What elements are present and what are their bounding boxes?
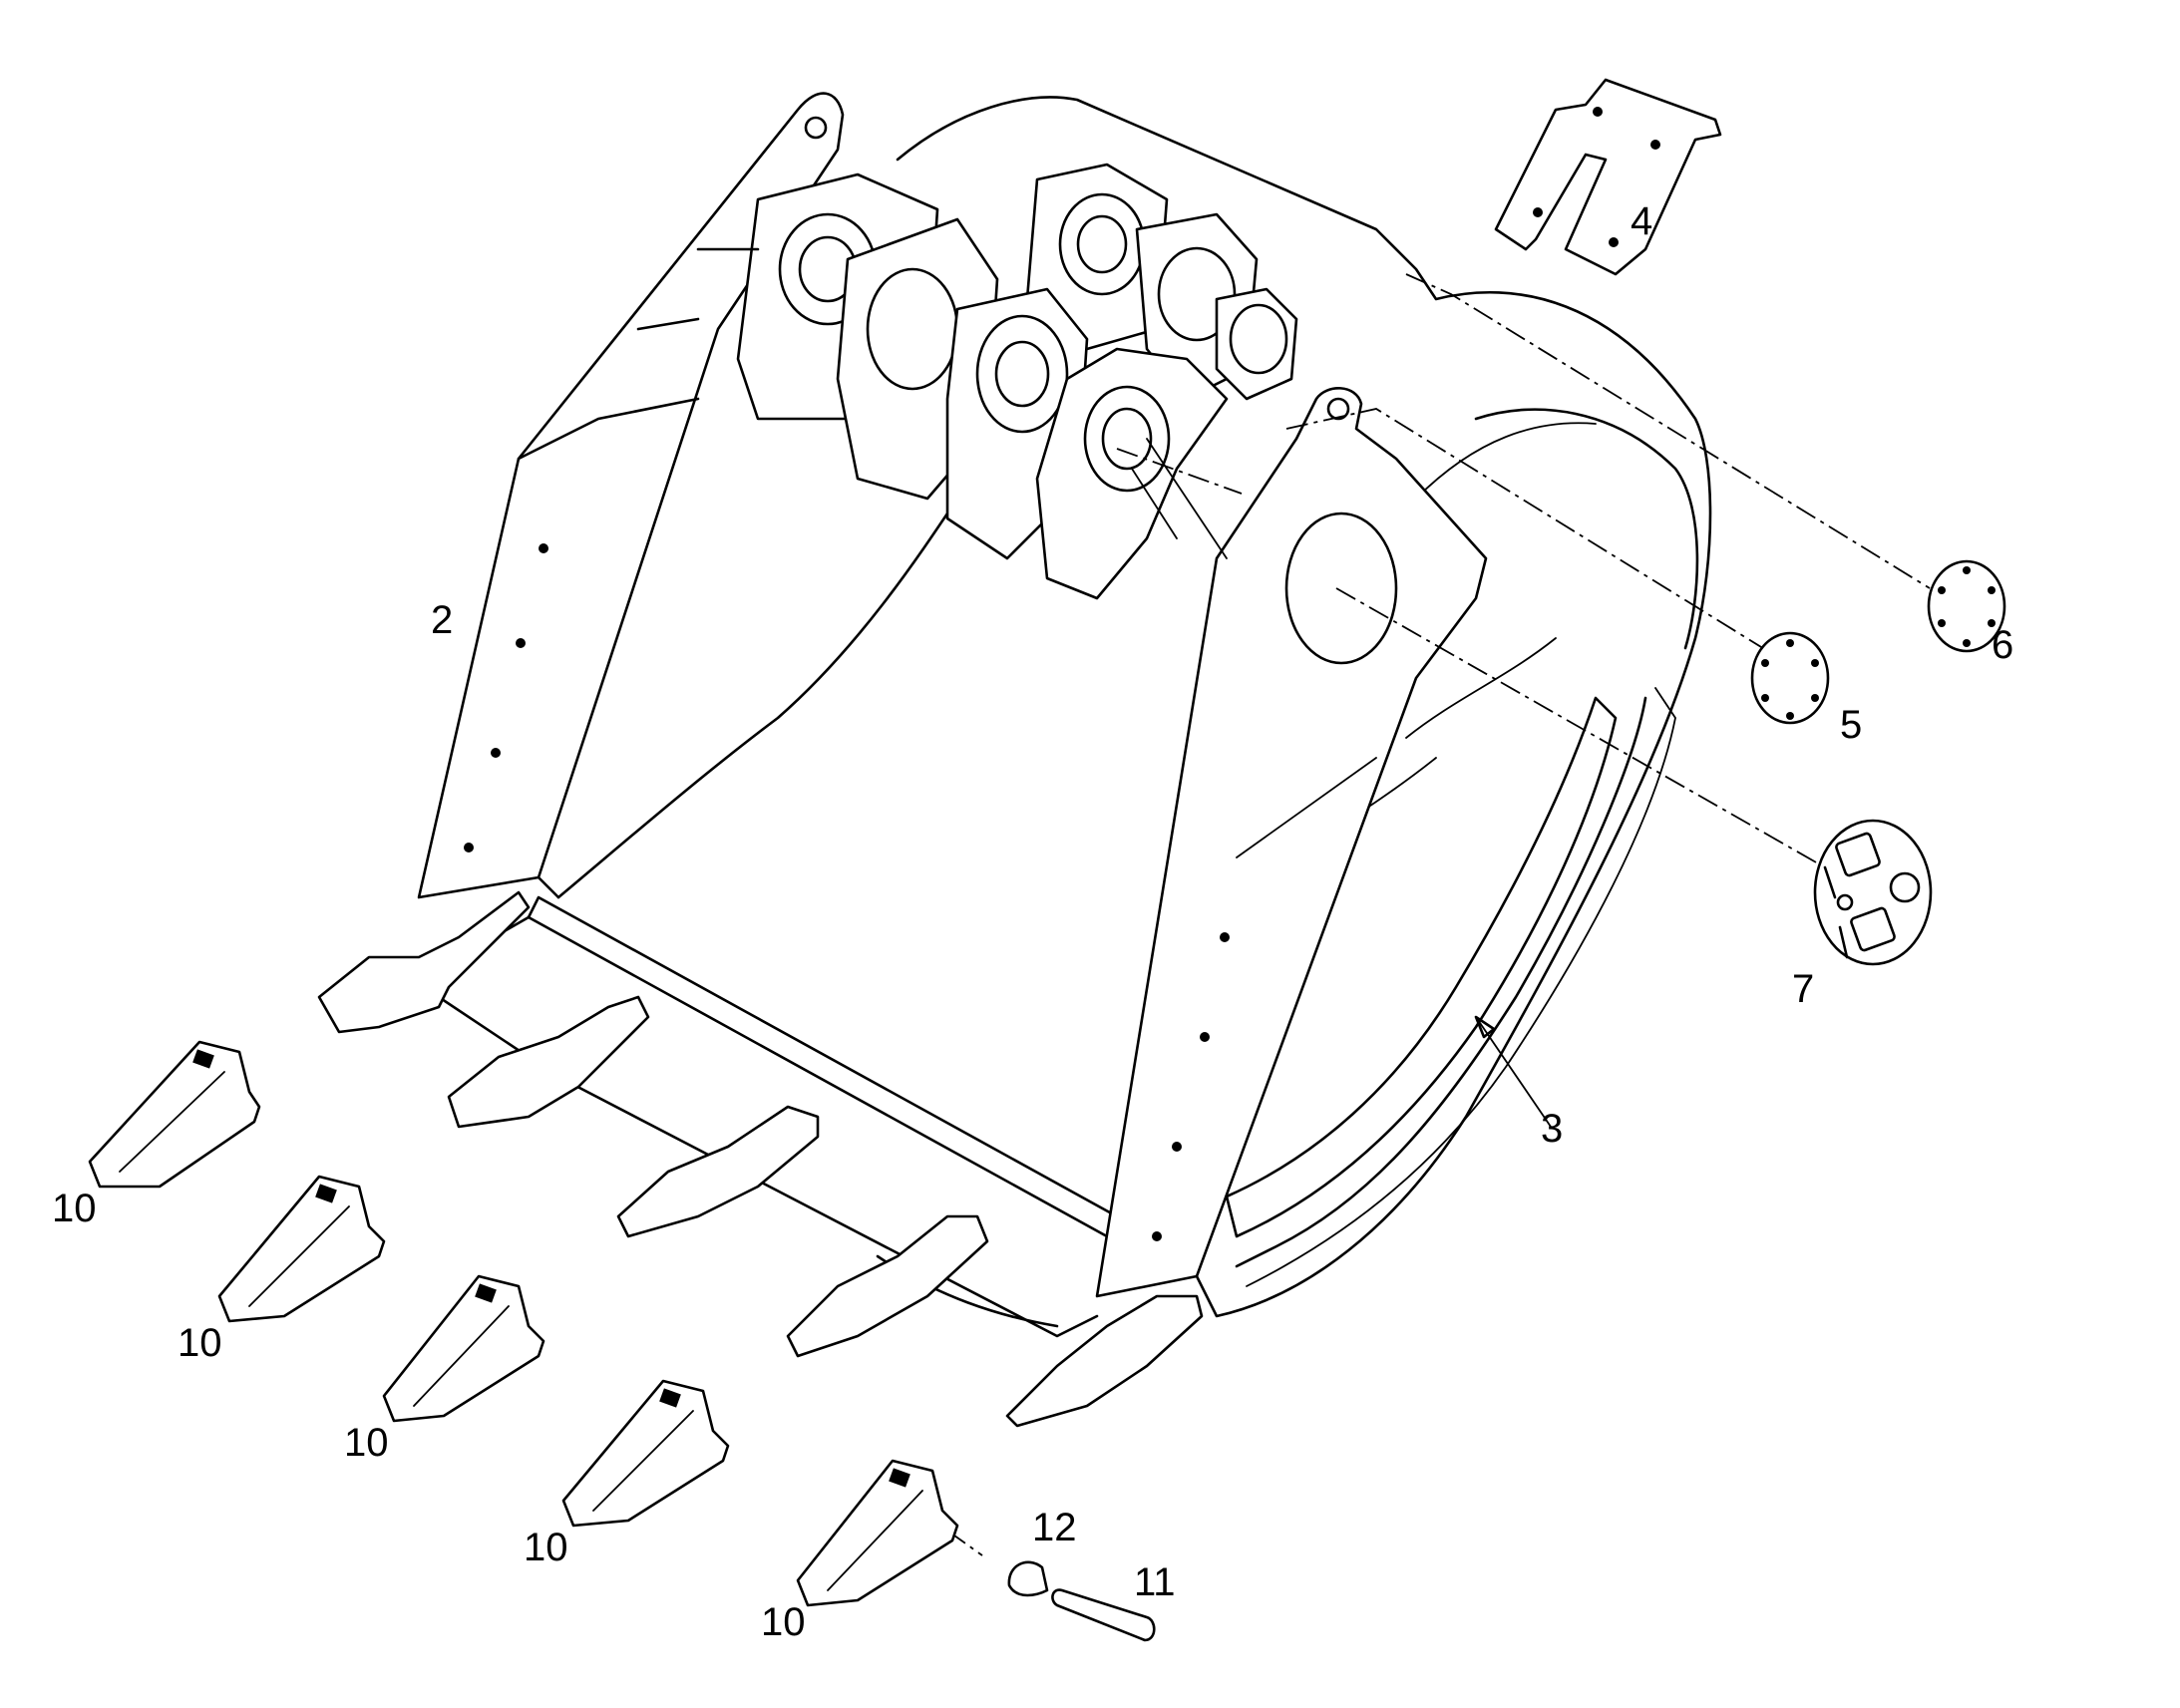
hub-plate-7 <box>1813 819 1933 966</box>
callout-12: 12 <box>1032 1506 1077 1549</box>
left-side-plate <box>417 92 845 899</box>
leader-lines <box>1474 1015 1552 1128</box>
retainer-12 <box>1007 1560 1049 1597</box>
callout-3: 3 <box>1541 1107 1563 1151</box>
callout-6: 6 <box>1992 623 2013 667</box>
callout-4: 4 <box>1631 199 1652 243</box>
cover-plate-6 <box>1927 559 2006 653</box>
callouts: 2 3 4 5 6 7 10 10 10 10 10 11 12 <box>52 199 2013 1644</box>
callout-10-c: 10 <box>344 1421 389 1465</box>
right-side-plate <box>1095 387 1488 1298</box>
assembly-lines <box>946 273 1931 1556</box>
adapters <box>317 890 1204 1428</box>
bucket-shell <box>556 96 1712 1318</box>
tooth-1 <box>88 1040 261 1189</box>
callout-10-e: 10 <box>761 1600 806 1644</box>
callout-7: 7 <box>1792 967 1814 1011</box>
callout-5: 5 <box>1840 703 1862 747</box>
callout-10-a: 10 <box>52 1187 97 1230</box>
cover-plate-5 <box>1750 631 1830 725</box>
callout-2: 2 <box>431 598 453 642</box>
tooth-4 <box>561 1379 730 1528</box>
callout-10-d: 10 <box>524 1526 568 1569</box>
wear-plate <box>1494 78 1722 276</box>
loose-teeth <box>88 1040 959 1607</box>
tooth-5 <box>796 1459 959 1607</box>
tooth-2 <box>217 1175 386 1323</box>
pin-11 <box>1051 1588 1156 1642</box>
tooth-3 <box>382 1274 545 1423</box>
callout-11: 11 <box>1134 1560 1176 1604</box>
callout-10-b: 10 <box>178 1321 222 1365</box>
mounting-bosses <box>636 163 1298 600</box>
